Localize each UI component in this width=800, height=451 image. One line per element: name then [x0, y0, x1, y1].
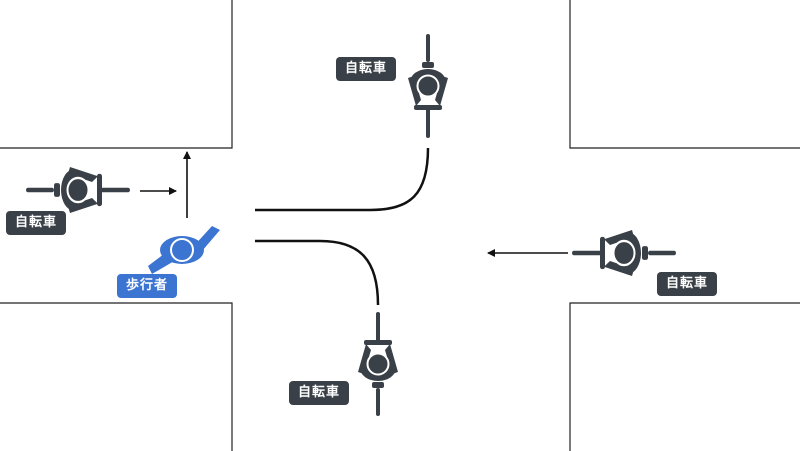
bicycle-bottom-label: 自転車: [289, 381, 349, 405]
trajectory-bottom-bicycle: [255, 239, 380, 306]
block-top-left: [0, 0, 233, 149]
pedestrian-label: 歩行者: [117, 274, 177, 298]
block-top-right: [569, 0, 800, 149]
trajectories: [255, 147, 430, 306]
block-bottom-left: [0, 302, 233, 451]
bicycle-top-label: 自転車: [336, 57, 396, 81]
bicycle-right-label: 自転車: [657, 272, 717, 296]
direction-arrows: [140, 151, 568, 257]
trajectory-top-bicycle: [255, 147, 430, 212]
block-bottom-right: [569, 302, 800, 451]
bicycle-left-label: 自転車: [6, 211, 66, 235]
bicycle-left-icon: [24, 165, 132, 215]
bicycle-top-icon: [407, 33, 449, 139]
pedestrian-icon: [147, 225, 221, 275]
bicycle-right-icon: [570, 228, 678, 278]
bicycle-bottom-icon: [357, 311, 399, 417]
